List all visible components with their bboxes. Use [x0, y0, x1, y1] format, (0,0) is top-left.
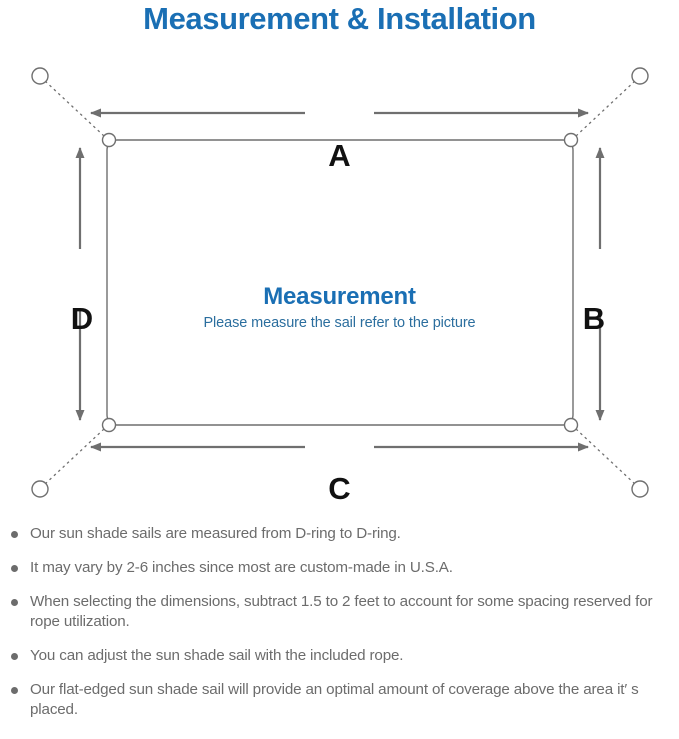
dimension-label-b: B: [582, 301, 606, 336]
dimension-label-a: A: [328, 138, 351, 173]
note-text: You can adjust the sun shade sail with t…: [30, 647, 404, 664]
list-item: You can adjust the sun shade sail with t…: [0, 646, 679, 666]
diagram-svg: [31, 67, 649, 498]
note-text: It may vary by 2-6 inches since most are…: [30, 559, 453, 576]
d-ring-top-left: [101, 132, 117, 148]
sun-shade-sail-measurement-diagram: Measurement Please measure the sail refe…: [0, 44, 679, 522]
d-ring-bottom-right: [563, 417, 579, 433]
bullet-icon: [11, 565, 18, 572]
bullet-icon: [11, 531, 18, 538]
d-ring-bottom-left: [101, 417, 117, 433]
dimension-label-d: D: [70, 301, 94, 336]
note-text: Our flat-edged sun shade sail will provi…: [30, 681, 639, 718]
d-ring-top-right: [563, 132, 579, 148]
sail-outline: [106, 139, 574, 426]
list-item: Our flat-edged sun shade sail will provi…: [0, 680, 679, 720]
dimension-label-c: C: [328, 471, 351, 506]
anchor-point-bottom-right: [631, 480, 649, 498]
list-item: It may vary by 2-6 inches since most are…: [0, 558, 679, 578]
anchor-point-top-right: [631, 67, 649, 85]
note-text: When selecting the dimensions, subtract …: [30, 593, 653, 630]
note-text: Our sun shade sails are measured from D-…: [30, 525, 401, 542]
bullet-icon: [11, 653, 18, 660]
bullet-icon: [11, 599, 18, 606]
anchor-point-bottom-left: [31, 480, 49, 498]
anchor-point-top-left: [31, 67, 49, 85]
bullet-icon: [11, 687, 18, 694]
rope-lines: [43, 79, 637, 486]
list-item: When selecting the dimensions, subtract …: [0, 592, 679, 632]
list-item: Our sun shade sails are measured from D-…: [0, 524, 679, 544]
notes-list: Our sun shade sails are measured from D-…: [0, 524, 679, 734]
page-title: Measurement & Installation: [143, 1, 536, 36]
